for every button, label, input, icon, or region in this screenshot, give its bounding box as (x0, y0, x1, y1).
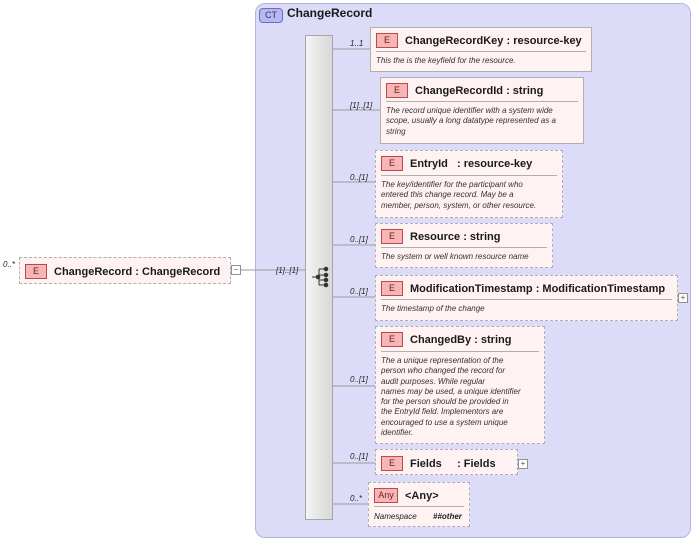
element-badge: E (376, 33, 398, 48)
element-name: ChangeRecordId : string (415, 84, 544, 97)
element-box-fields[interactable]: E Fields : Fields (375, 449, 518, 475)
element-badge: E (381, 332, 403, 347)
element-doc: This the is the keyfield for the resourc… (376, 56, 516, 65)
element-badge: E (381, 456, 403, 471)
element-badge: E (25, 264, 47, 279)
element-doc: The record unique identifier with a syst… (386, 106, 556, 136)
element-box-entryid[interactable]: E EntryId : resource-key The key/identif… (375, 150, 563, 218)
element-box-resource[interactable]: E Resource : string The system or well k… (375, 223, 553, 268)
element-cardinality: 0..[1] (350, 173, 368, 182)
element-cardinality: [1]..[1] (350, 101, 373, 110)
any-badge: Any (374, 488, 398, 503)
any-element-name: <Any> (405, 489, 439, 502)
element-box-changedby[interactable]: E ChangedBy : string The a unique repres… (375, 326, 545, 444)
any-element-box[interactable]: Any <Any> Namespace ##other (368, 482, 470, 527)
sequence-cardinality: [1]..[1] (276, 266, 299, 275)
namespace-label: Namespace (374, 512, 417, 521)
element-badge: E (381, 229, 403, 244)
complex-type-title: ChangeRecord (287, 6, 373, 20)
element-doc: The system or well known resource name (381, 252, 529, 261)
element-badge: E (381, 156, 403, 171)
any-cardinality: 0..* (350, 494, 363, 503)
root-element-name: ChangeRecord : ChangeRecord (54, 265, 221, 278)
element-doc: The key/identifier for the participant w… (381, 180, 537, 210)
element-name: Fields : Fields (410, 457, 496, 470)
element-cardinality: 0..[1] (350, 287, 368, 296)
element-cardinality: 0..[1] (350, 235, 368, 244)
namespace-value: ##other (433, 512, 462, 521)
element-badge: E (386, 83, 408, 98)
element-name: ChangeRecordKey : resource-key (405, 34, 582, 47)
sequence-icon (312, 266, 329, 288)
expand-icon[interactable]: + (518, 459, 528, 469)
element-cardinality: 1..1 (350, 39, 364, 48)
element-name: ChangedBy : string (410, 333, 512, 346)
element-name: EntryId : resource-key (410, 157, 533, 170)
root-element-box[interactable]: E ChangeRecord : ChangeRecord (19, 257, 231, 284)
root-cardinality: 0..* (3, 260, 16, 269)
collapse-icon[interactable]: − (231, 265, 241, 275)
element-badge: E (381, 281, 403, 296)
element-cardinality: 0..[1] (350, 452, 368, 461)
element-box-changerecordkey[interactable]: E ChangeRecordKey : resource-key This th… (370, 27, 592, 72)
expand-icon[interactable]: + (678, 293, 688, 303)
element-doc: The timestamp of the change (381, 304, 485, 313)
element-name: Resource : string (410, 230, 501, 243)
complex-type-badge: CT (259, 8, 283, 23)
element-box-modificationtimestamp[interactable]: E ModificationTimestamp : ModificationTi… (375, 275, 678, 321)
element-name: ModificationTimestamp : ModificationTime… (410, 282, 666, 295)
element-box-changerecordid[interactable]: E ChangeRecordId : string The record uni… (380, 77, 584, 144)
element-doc: The a unique representation of the perso… (381, 356, 521, 438)
element-cardinality: 0..[1] (350, 375, 368, 384)
